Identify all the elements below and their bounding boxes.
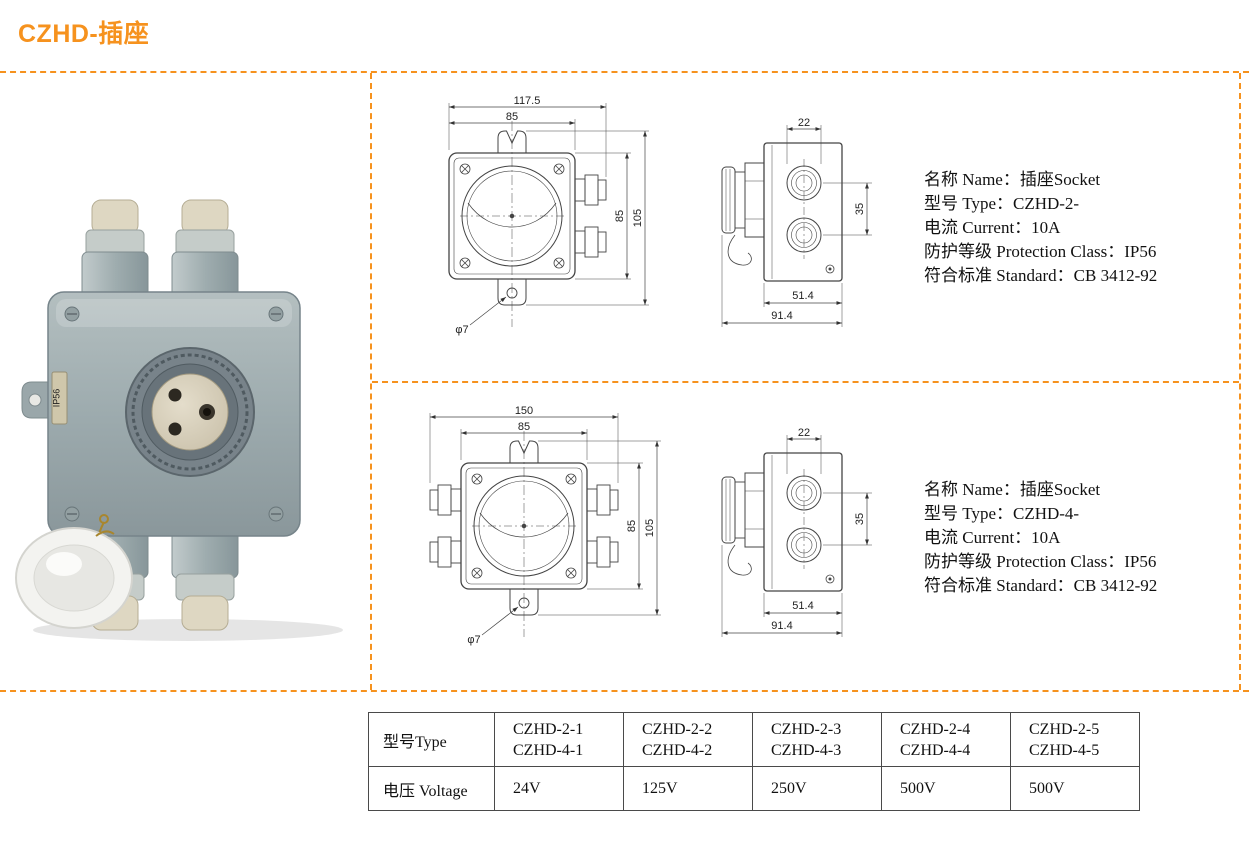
spec-line-standard: 符合标准 Standard：CB 3412-92 — [924, 266, 1158, 285]
dim-total-height-label: 105 — [632, 209, 644, 227]
table-row-type: 型号Type CZHD-2-1 CZHD-4-1 CZHD-2-2 CZHD-4… — [368, 712, 1140, 767]
extension-lines — [721, 125, 872, 327]
dim-total-height-label: 105 — [644, 518, 656, 536]
type-cell-1: CZHD-2-1 CZHD-4-1 — [494, 712, 624, 767]
side-view-drawing-czhd4: 22 35 51.4 91.4 — [721, 427, 872, 637]
dimension-lines — [430, 414, 659, 635]
front-view-geometry — [448, 103, 649, 327]
page-title: CZHD-插座 — [18, 20, 150, 48]
dim-port-width-label: 22 — [798, 117, 810, 129]
screw-slots — [67, 313, 281, 515]
spec-line-name: 名称 Name：插座Socket — [924, 479, 1101, 499]
voltage-cell-3: 250V — [752, 766, 882, 811]
dim-body-depth-label: 51.4 — [792, 600, 813, 612]
side-view-geometry — [721, 434, 872, 637]
cable-glands — [574, 174, 607, 258]
spec-text-czhd2: 名称 Name：插座Socket 型号 Type：CZHD-2- 电流 Curr… — [924, 169, 1157, 289]
model-voltage-table: 型号Type CZHD-2-1 CZHD-4-1 CZHD-2-2 CZHD-4… — [368, 712, 1140, 811]
voltage-cell-5: 500V — [1010, 766, 1140, 811]
front-view-geometry — [429, 412, 661, 637]
spec-line-name: 名称 Name：插座Socket — [924, 170, 1101, 189]
voltage-header-cell: 电压 Voltage — [368, 766, 495, 811]
spec-line-standard: 符合标准 Standard：CB 3412-92 — [924, 575, 1158, 595]
dim-hole-label: φ7 — [467, 634, 480, 646]
dim-port-pitch-label: 35 — [854, 512, 866, 524]
spec-line-protection: 防护等级 Protection Class：IP56 — [924, 551, 1157, 571]
voltage-cell-1: 24V — [494, 766, 624, 811]
dim-outer-width-label: 150 — [515, 405, 533, 417]
spec-line-type: 型号 Type：CZHD-2- — [924, 194, 1080, 213]
divider-top — [0, 71, 1249, 73]
chain-hook — [727, 544, 752, 575]
drawing-panels: 117.5 85 85 105 φ7 — [370, 73, 1241, 690]
socket-receptacle — [721, 472, 765, 547]
spec-panel-czhd2: 117.5 85 85 105 φ7 — [372, 73, 1239, 383]
dim-body-width-label: 85 — [506, 111, 518, 123]
spec-text-czhd4: 名称 Name：插座Socket 型号 Type：CZHD-4- 电流 Curr… — [924, 479, 1157, 599]
divider-bottom — [0, 690, 1249, 692]
socket-face — [125, 347, 255, 477]
dim-port-pitch-label: 35 — [854, 203, 866, 215]
product-photo: IP56 — [15, 199, 343, 641]
side-view-geometry — [721, 125, 872, 327]
corner-screws — [471, 473, 577, 578]
side-view-drawing-czhd2: 22 35 51.4 91.4 — [721, 117, 872, 327]
dim-body-depth-label: 51.4 — [792, 290, 813, 302]
dim-total-depth-label: 91.4 — [771, 620, 792, 632]
dim-body-height-label: 85 — [626, 519, 638, 531]
body-highlight — [56, 299, 292, 327]
front-view-drawing-czhd2: 117.5 85 85 105 φ7 — [448, 95, 649, 336]
dimension-lines — [722, 127, 869, 325]
type-cell-5: CZHD-2-5 CZHD-4-5 — [1010, 712, 1140, 767]
chain-hook — [727, 234, 752, 266]
spec-line-current: 电流 Current：10A — [924, 527, 1061, 547]
corner-screws — [459, 163, 565, 269]
dim-body-width-label: 85 — [518, 421, 530, 433]
type-header-cell: 型号Type — [368, 712, 495, 767]
cable-glands — [429, 484, 619, 567]
voltage-cell-2: 125V — [623, 766, 753, 811]
spec-line-current: 电流 Current：10A — [924, 218, 1061, 237]
front-view-drawing-czhd4: 150 85 85 105 φ7 — [429, 405, 661, 646]
dim-hole-label: φ7 — [455, 324, 468, 336]
dim-port-width-label: 22 — [798, 427, 810, 439]
socket-receptacle — [721, 162, 765, 238]
table-row-voltage: 电压 Voltage 24V 125V 250V 500V 500V — [368, 766, 1140, 811]
extension-lines — [448, 103, 649, 306]
dimension-lines — [722, 436, 869, 635]
type-cell-4: CZHD-2-4 CZHD-4-4 — [881, 712, 1011, 767]
dim-total-depth-label: 91.4 — [771, 310, 792, 322]
type-cell-2: CZHD-2-2 CZHD-4-2 — [623, 712, 753, 767]
ip56-plate-label: IP56 — [52, 389, 62, 408]
protective-cap — [15, 527, 133, 629]
extension-lines — [429, 412, 661, 615]
spec-line-protection: 防护等级 Protection Class：IP56 — [924, 242, 1157, 261]
voltage-cell-4: 500V — [881, 766, 1011, 811]
spec-panel-czhd4: 150 85 85 105 φ7 — [372, 383, 1239, 691]
dim-outer-width-label: 117.5 — [514, 95, 541, 107]
dimension-lines — [449, 105, 647, 326]
spec-line-type: 型号 Type：CZHD-4- — [924, 503, 1080, 523]
ip56-plate: IP56 — [51, 371, 68, 425]
type-cell-3: CZHD-2-3 CZHD-4-3 — [752, 712, 882, 767]
mounting-ear-hole — [28, 393, 42, 407]
dim-body-height-label: 85 — [614, 210, 626, 222]
top-cable-glands — [81, 199, 239, 301]
